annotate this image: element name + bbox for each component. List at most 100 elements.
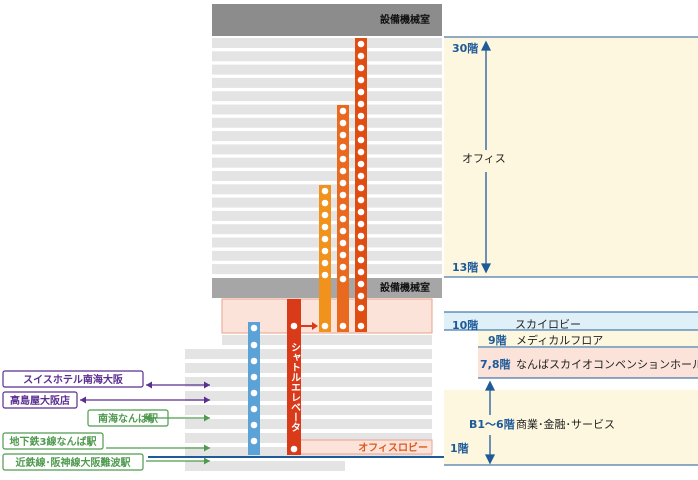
tower-floor-slab xyxy=(212,104,442,115)
elevator-stop-dot xyxy=(357,88,365,96)
podium-floor-slab xyxy=(185,391,432,401)
floor-1-label: 1階 xyxy=(450,441,469,455)
tower-floor-slab xyxy=(212,38,442,48)
elevator-stop-dot xyxy=(250,437,258,445)
elevator-stop-dot xyxy=(321,322,329,330)
elevator-stop-dot xyxy=(290,445,298,453)
convention-band xyxy=(478,348,698,378)
podium-floor-slab xyxy=(185,363,432,373)
connection-box xyxy=(2,432,104,450)
machine-room-top-block xyxy=(212,4,442,36)
elevator-stop-dot xyxy=(357,232,365,240)
elevators xyxy=(248,38,367,455)
tower-floor-slab xyxy=(212,117,442,128)
elevator-stop-dot xyxy=(321,223,329,231)
elevator-blue xyxy=(248,322,260,455)
elevator-stop-dot xyxy=(357,196,365,204)
elevator-stop-dot xyxy=(321,199,329,207)
connection-arrow-head xyxy=(204,414,210,422)
elevator-stop-dot xyxy=(339,239,347,247)
elevator-stop-dot xyxy=(250,357,258,365)
elevator-stop-dot xyxy=(357,292,365,300)
podium-floor-slab xyxy=(185,419,432,429)
connection-arrow-tail xyxy=(146,381,152,389)
elevator-stop-dot xyxy=(357,304,365,312)
elevator-stop-dot xyxy=(339,263,347,271)
connection-arrow-head xyxy=(204,457,210,465)
connection-label: スイスホテル南海大阪 xyxy=(23,373,124,386)
connection-arrow-tail xyxy=(144,414,150,422)
medical-band xyxy=(478,331,698,347)
podium-floor-slab xyxy=(185,405,432,415)
machine-room-top-label: 設備機械室 xyxy=(380,13,430,26)
floor-9-label: 9階 xyxy=(488,333,507,347)
elevator-stop-dot xyxy=(357,136,365,144)
elevator-stop-dot xyxy=(357,220,365,228)
podium-floor-slab xyxy=(185,433,432,443)
elevator-stop-dot xyxy=(339,179,347,187)
elevator-stop-dot xyxy=(321,271,329,279)
elevator-stop-dot xyxy=(357,112,365,120)
elevator-stop-dot xyxy=(357,148,365,156)
elevator-stop-dot xyxy=(339,143,347,151)
podium-floor-slab xyxy=(185,461,345,471)
elevator-stop-dot xyxy=(339,119,347,127)
connection-5: 近鉄線･阪神線大阪難波駅 xyxy=(2,453,210,471)
tower-floor-slab xyxy=(212,157,442,168)
elevator-stop-dot xyxy=(357,244,365,252)
floor-10-label: 10階 xyxy=(452,318,478,332)
elevator-stop-dot xyxy=(357,100,365,108)
elevator-stop-dot xyxy=(339,275,347,283)
connection-box xyxy=(2,370,144,388)
shuttle-arrow xyxy=(300,322,318,330)
elevator-stop-dot xyxy=(357,280,365,288)
connection-3: 南海なんば駅 xyxy=(87,409,210,427)
commercial-zone-label: 商業･金融･サービス xyxy=(516,417,615,431)
elevator-stop-dot xyxy=(321,187,329,195)
elevator-stop-dot xyxy=(357,40,365,48)
connection-2: 高島屋大阪店 xyxy=(2,391,210,409)
elevator-stop-dot xyxy=(250,373,258,381)
elevator-stop-dot xyxy=(357,76,365,84)
elevator-stop-dot xyxy=(321,211,329,219)
office-zone-label: オフィス xyxy=(462,152,506,165)
elevator-stop-dot xyxy=(357,52,365,60)
elevator-stop-dot xyxy=(321,247,329,255)
office-lobby-label: オフィスロビー xyxy=(358,441,428,454)
podium-floor-slab xyxy=(185,349,432,359)
shuttle-elevator-label: シャトルエレベータ xyxy=(289,342,301,432)
elevator-low-office xyxy=(319,185,331,332)
elevator-stop-dot xyxy=(250,341,258,349)
floor-13-label: 13階 xyxy=(452,260,478,274)
connection-arrow-head xyxy=(204,444,210,452)
elevator-stop-dot xyxy=(321,259,329,267)
elevator-stop-dot xyxy=(339,203,347,211)
elevator-stop-dot xyxy=(357,322,365,330)
podium-floor-slab xyxy=(185,377,432,387)
connection-arrow-tail xyxy=(80,396,86,404)
tower-floor-slab xyxy=(212,144,442,155)
machine-room-mid-label: 設備機械室 xyxy=(380,281,430,294)
sky-lobby-band xyxy=(444,312,698,330)
elevator-stop-dot xyxy=(321,235,329,243)
connection-box xyxy=(2,391,78,409)
elevator-stop-dot xyxy=(339,215,347,223)
connection-arrow-head xyxy=(204,396,210,404)
range-arrows xyxy=(480,40,496,465)
zone-lines xyxy=(444,36,698,466)
podium-floor-slab xyxy=(222,335,432,345)
connections: スイスホテル南海大阪高島屋大阪店南海なんば駅地下鉄3線なんば駅近鉄線･阪神線大阪… xyxy=(2,370,210,471)
elevator-stop-dot xyxy=(339,191,347,199)
connection-label: 近鉄線･阪神線大阪難波駅 xyxy=(16,456,132,469)
elevator-stop-dot xyxy=(357,64,365,72)
connection-label: 南海なんば駅 xyxy=(98,412,159,425)
tower-floor-slab xyxy=(212,77,442,88)
floor-30-label: 30階 xyxy=(452,41,478,55)
connection-label: 高島屋大阪店 xyxy=(10,394,70,407)
elevator-stop-dot xyxy=(250,421,258,429)
tower-floor-slab xyxy=(212,171,442,181)
elevator-stop-dot xyxy=(339,227,347,235)
connection-4: 地下鉄3線なんば駅 xyxy=(2,432,210,452)
elevator-stop-dot xyxy=(357,184,365,192)
